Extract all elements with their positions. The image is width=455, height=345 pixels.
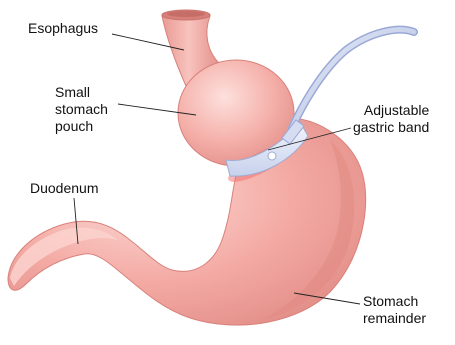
label-line: stomach xyxy=(55,101,108,118)
label-line: gastric band xyxy=(353,119,429,136)
label-stomach-remainder: Stomach remainder xyxy=(363,293,426,327)
label-line: Small xyxy=(55,84,108,101)
label-line: remainder xyxy=(363,310,426,327)
band-buckle xyxy=(268,152,276,160)
label-duodenum: Duodenum xyxy=(30,180,99,197)
label-line: pouch xyxy=(55,118,108,135)
label-esophagus: Esophagus xyxy=(28,20,98,37)
label-small-stomach-pouch: Small stomach pouch xyxy=(55,84,108,135)
label-line: Stomach xyxy=(363,293,426,310)
label-adjustable-gastric-band: Adjustable gastric band xyxy=(353,102,429,136)
label-line: Adjustable xyxy=(353,102,429,119)
